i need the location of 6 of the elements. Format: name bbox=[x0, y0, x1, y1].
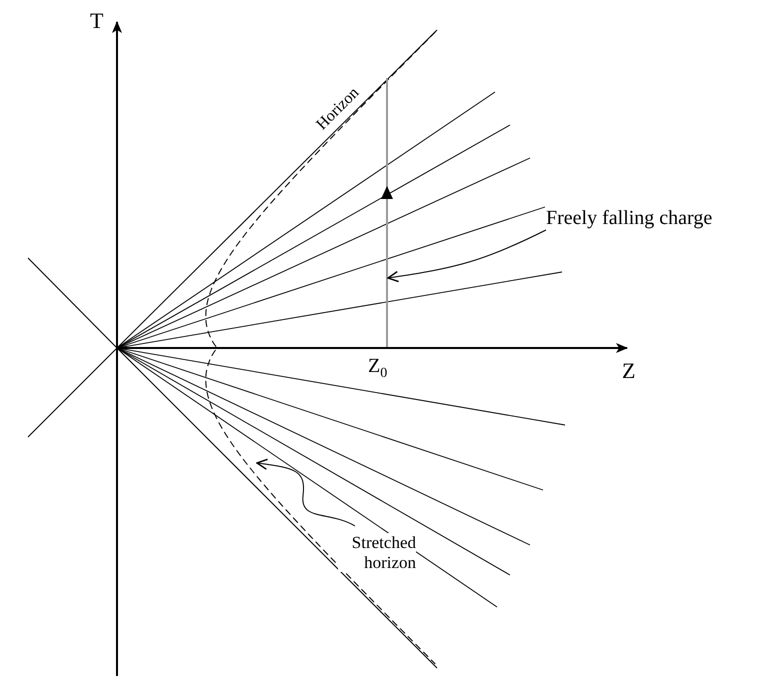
leader-line bbox=[256, 458, 356, 526]
leader-line bbox=[387, 230, 546, 282]
axis-label: T bbox=[90, 10, 104, 32]
axis-label: Z bbox=[622, 360, 636, 382]
annotation-label: Stretched horizon bbox=[338, 533, 416, 572]
tick-label: Z$_{0}$ bbox=[368, 356, 388, 381]
